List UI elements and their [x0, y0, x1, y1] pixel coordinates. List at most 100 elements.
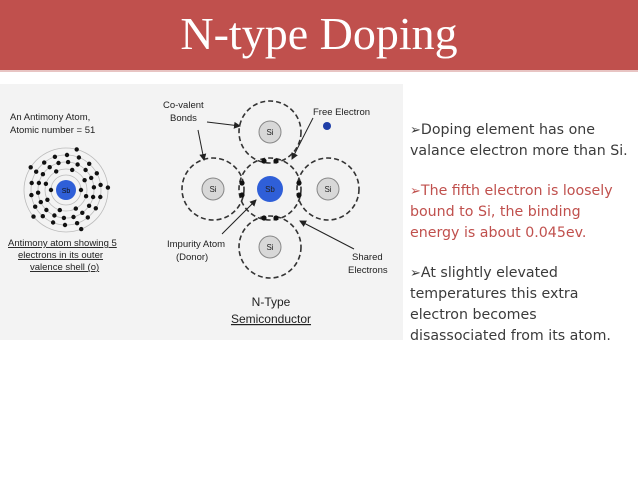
si-left-atom: [201, 177, 225, 201]
electron-dot: [93, 206, 99, 211]
bullet-2: ➢The fifth electron is loosely bound to …: [410, 181, 632, 244]
electron-dot: [98, 194, 103, 200]
electron-dot: [40, 172, 46, 177]
electron-dot: [28, 165, 33, 170]
bullet-arrow-icon: ➢: [410, 123, 421, 138]
electron-dot: [43, 181, 49, 186]
n-type-diagram-figure: An Antimony Atom, Atomic number = 51 Sb …: [0, 84, 403, 340]
bullet-1-text: Doping element has one valance electron …: [410, 122, 628, 159]
electron-dot: [36, 180, 42, 186]
bullet-arrow-icon: ➢: [410, 184, 421, 199]
antimony-nucleus: [56, 180, 76, 200]
electron-dot: [79, 226, 84, 232]
ntype-title-1: N-Type: [252, 295, 291, 309]
bullet-1: ➢Doping element has one valance electron…: [410, 120, 632, 162]
electron-dot: [61, 215, 67, 221]
electron-shell-ring: [23, 147, 109, 233]
electron-shell-ring: [44, 168, 88, 212]
si-top-atom: [258, 120, 282, 144]
impurity-atom-label-1: Impurity Atom: [167, 239, 225, 250]
sb-center-label: Sb: [265, 185, 275, 194]
slide-title: N-type Doping: [180, 8, 458, 59]
shared-electrons-label-1: Shared: [352, 252, 383, 263]
electron-dot: [70, 167, 75, 173]
bullet-list: ➢Doping element has one valance electron…: [410, 120, 632, 366]
electron-dot: [52, 213, 57, 218]
bullet-3: ➢At slightly elevated temperatures this …: [410, 263, 632, 347]
electron-dot: [44, 207, 49, 213]
si-left-shell: [181, 157, 245, 221]
electron-dot: [78, 187, 84, 193]
electron-dot: [94, 171, 100, 176]
bullet-3-text: At slightly elevated temperatures this e…: [410, 265, 611, 344]
electron-dot: [52, 154, 58, 159]
shared-electrons-label-2: Electrons: [348, 265, 388, 276]
antimony-atom-label-1: An Antimony Atom,: [10, 112, 90, 123]
electron-dot: [62, 222, 68, 228]
sb-center-shell: [238, 157, 302, 221]
electron-dot: [48, 187, 54, 193]
electron-dot: [50, 220, 56, 225]
si-bottom-label: Si: [266, 243, 273, 252]
electron-dot: [42, 160, 47, 165]
free-electron-label: Free Electron: [313, 107, 370, 118]
ntype-title-2: Semiconductor: [231, 312, 311, 326]
si-bottom-shell: [238, 215, 302, 279]
electron-dot: [87, 161, 92, 166]
si-right-atom: [316, 177, 340, 201]
electron-dot: [73, 206, 79, 211]
electron-dot: [80, 210, 85, 215]
electron-dot: [74, 221, 80, 226]
electron-dot: [35, 190, 41, 195]
electron-dot: [83, 194, 89, 199]
antimony-nucleus-label: Sb: [62, 188, 71, 195]
impurity-atom-label-2: (Donor): [176, 252, 208, 263]
antimony-electron-shells: [23, 147, 111, 233]
bullet-2-text: The fifth electron is loosely bound to S…: [410, 183, 613, 241]
electron-dot: [85, 215, 91, 220]
electron-dot: [105, 185, 111, 190]
antimony-caption-1: Antimony atom showing 5: [8, 238, 117, 249]
antimony-caption-3: valence shell (o): [30, 262, 99, 273]
electron-dot: [40, 214, 45, 219]
si-bottom-atom: [258, 235, 282, 259]
electron-dot: [45, 197, 50, 202]
electron-dot: [98, 182, 103, 188]
diagram-arrows: [197, 117, 355, 250]
shared-electrons: [239, 158, 302, 221]
title-bar: [0, 0, 638, 72]
electron-dot: [89, 175, 94, 181]
electron-dot: [34, 169, 39, 174]
electron-dot: [47, 165, 52, 170]
electron-dot: [31, 214, 36, 219]
electron-dot: [71, 214, 76, 220]
electron-dot: [33, 204, 38, 209]
electron-dot: [75, 162, 80, 167]
electron-dot: [74, 147, 79, 152]
electron-dot: [29, 192, 34, 198]
electron-dot: [86, 203, 92, 208]
electron-dot: [82, 178, 87, 183]
antimony-caption-2: electrons in its outer: [18, 250, 103, 261]
bullet-arrow-icon: ➢: [410, 266, 421, 281]
si-top-label: Si: [266, 128, 273, 137]
electron-dot: [38, 199, 43, 205]
electron-dot: [90, 194, 96, 200]
electron-dot: [64, 152, 70, 158]
electron-dot: [54, 169, 59, 174]
covalent-bonds-label-2: Bonds: [170, 113, 197, 124]
electron-dot: [91, 185, 97, 190]
si-right-shell: [296, 157, 360, 221]
n-type-diagram: An Antimony Atom, Atomic number = 51 Sb …: [8, 100, 388, 326]
electron-dot: [65, 159, 71, 165]
covalent-bonds-label-1: Co-valent: [163, 100, 204, 111]
free-electron-dot: [323, 122, 331, 130]
si-top-shell: [238, 100, 302, 164]
lattice-nuclei: [201, 120, 340, 259]
electron-dot: [57, 207, 62, 213]
electron-dot: [29, 180, 34, 186]
lattice-shells: [181, 100, 360, 279]
sb-center-atom: [257, 176, 283, 202]
si-left-label: Si: [209, 185, 216, 194]
si-right-label: Si: [324, 185, 331, 194]
